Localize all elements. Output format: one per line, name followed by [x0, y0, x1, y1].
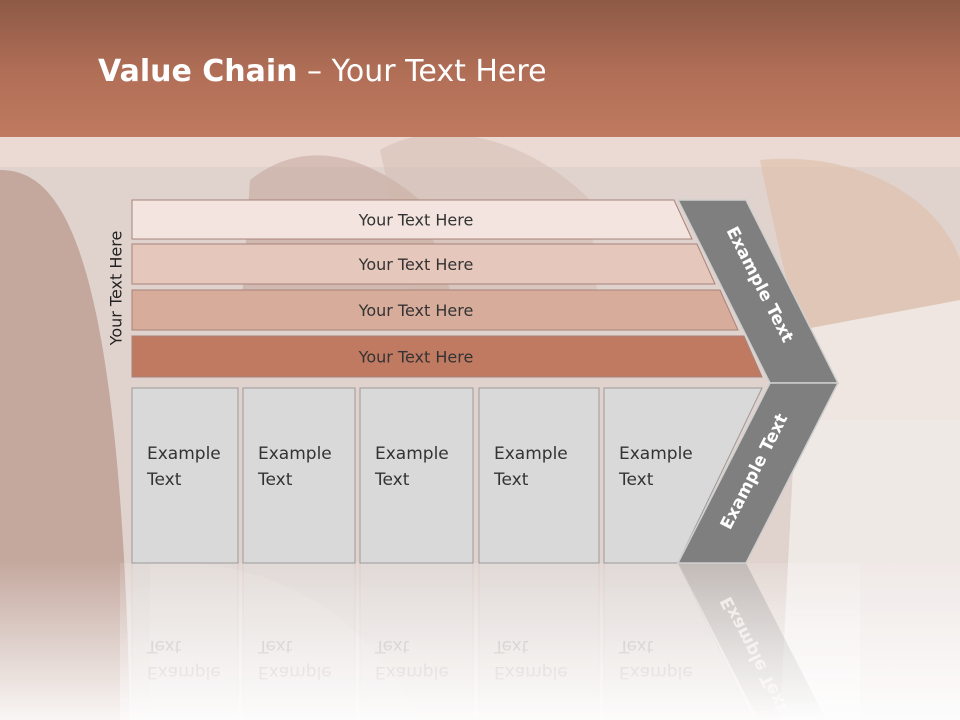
example-box-2	[242, 387, 356, 564]
example-box-3-line2: Text	[374, 470, 410, 490]
example-box-3-line1: Example	[375, 444, 449, 464]
example-box-1-line2: Text	[146, 470, 182, 490]
side-axis-label: Your Text Here	[106, 230, 126, 346]
band-1-label: Your Text Here	[358, 211, 474, 230]
example-box-3	[359, 387, 474, 564]
band-2-label: Your Text Here	[358, 255, 474, 274]
band-3	[131, 289, 739, 331]
example-box-2-line2: Text	[257, 470, 293, 490]
example-box-1	[131, 387, 239, 564]
chevron-lower-arm	[676, 382, 840, 564]
band-4	[131, 335, 763, 378]
reflection: ExampleTextExampleTextExampleTextExample…	[120, 562, 860, 720]
band-2	[131, 243, 716, 285]
title-band	[0, 0, 960, 137]
example-box-2-line1: Example	[258, 444, 332, 464]
band-1	[131, 199, 693, 240]
band-4-label: Your Text Here	[358, 348, 474, 367]
example-box-4-line2: Text	[493, 470, 529, 490]
example-box-1-line1: Example	[147, 444, 221, 464]
slide-title: Value Chain – Your Text Here	[98, 54, 547, 89]
example-box-5-line1: Example	[619, 444, 693, 464]
example-box-4-line1: Example	[494, 444, 568, 464]
example-box-5-line2: Text	[618, 470, 654, 490]
band-3-label: Your Text Here	[358, 301, 474, 320]
example-box-4	[478, 387, 600, 564]
